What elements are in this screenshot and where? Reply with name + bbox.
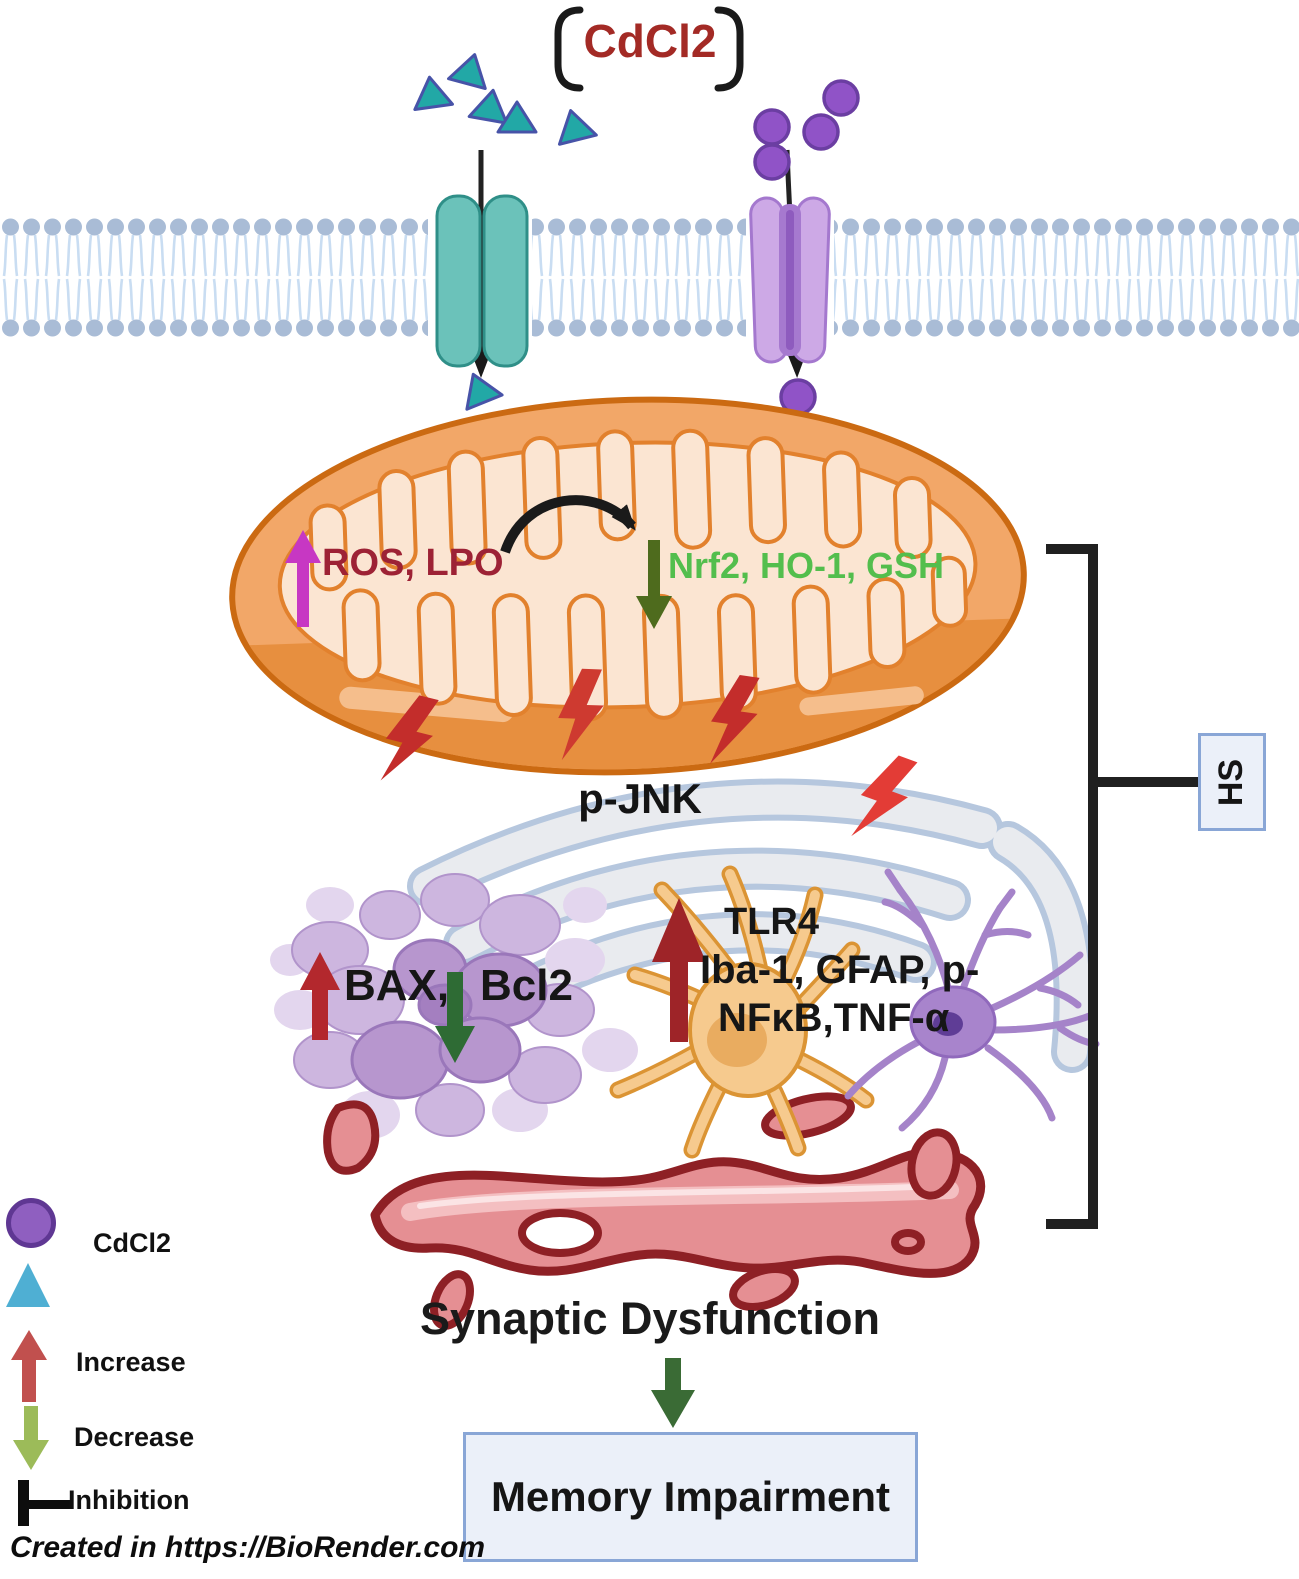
cristae [308,428,969,722]
nfkb-tnfa-label: NFκB,TNF-α [718,996,950,1040]
title-brackets [554,6,744,92]
legend-increase-label: Increase [76,1347,186,1377]
tlr4-label: TLR4 [724,901,819,943]
plasma-membrane [0,210,1299,346]
hs-inhibitor-box: HS [1198,733,1266,831]
legend-cdcl2-triangle-icon [6,1263,50,1307]
internalized-triangle [465,372,504,411]
bcl2-decrease-arrow [435,972,475,1063]
cdcl2-circle-particles [753,79,860,416]
apoptotic-debris-cluster [270,873,638,1139]
antioxidant-decrease-arrow [636,540,672,629]
purple-ion-channel [749,149,831,378]
astrocyte-cell [609,865,875,1159]
mitochondria [229,396,1027,776]
legend-cdcl2-label: CdCl2 [93,1228,172,1258]
title-cdcl2: CdCl2 [583,15,717,67]
legend-inhibition-icon [18,1480,70,1526]
memory-impairment-box: Memory Impairment [463,1432,918,1562]
ros-lpo-label: ROS, LPO [322,542,504,584]
nrf2-ho1-gsh-label: Nrf2, HO-1, GSH [668,545,945,586]
legend-cdcl2-circle-icon [6,1198,56,1248]
bax-label: BAX, [344,961,450,1010]
synaptic-dysfunction-label: Synaptic Dysfunction [419,1293,881,1344]
degenerating-synapse [323,1092,986,1330]
hs-label: HS [1212,758,1251,806]
legend-increase-arrow-icon [11,1330,47,1402]
teal-ion-channel [435,150,529,378]
memory-impairment-label: Memory Impairment [490,1473,891,1520]
legend-decrease-label: Decrease [74,1422,195,1452]
bcl2-label: Bcl2 [480,961,573,1010]
stress-lightning-bolts [380,668,918,837]
tlr4-increase-arrow [652,898,706,1042]
microglia-nucleus [933,1012,963,1036]
astrocyte-nucleus [707,1013,767,1067]
cdcl2-triangle-particles [413,53,598,411]
legend-inhibition-label: Inhibition [68,1485,190,1515]
legend-decrease-arrow-icon [13,1406,49,1470]
endoplasmic-reticulum [407,778,1096,1073]
memory-impairment-arrow [651,1358,695,1428]
causation-curved-arrow [500,495,636,554]
bax-increase-arrow [300,952,340,1040]
iba1-gfap-label: Iba-1, GFAP, p- [700,948,980,992]
synapse-fragments [323,1092,961,1330]
biorender-attribution: Created in https://BioRender.com [10,1531,486,1564]
p-jnk-label: p-JNK [578,775,702,822]
hs-inhibition-bracket [1046,544,1198,1229]
ros-increase-arrow [285,530,321,627]
